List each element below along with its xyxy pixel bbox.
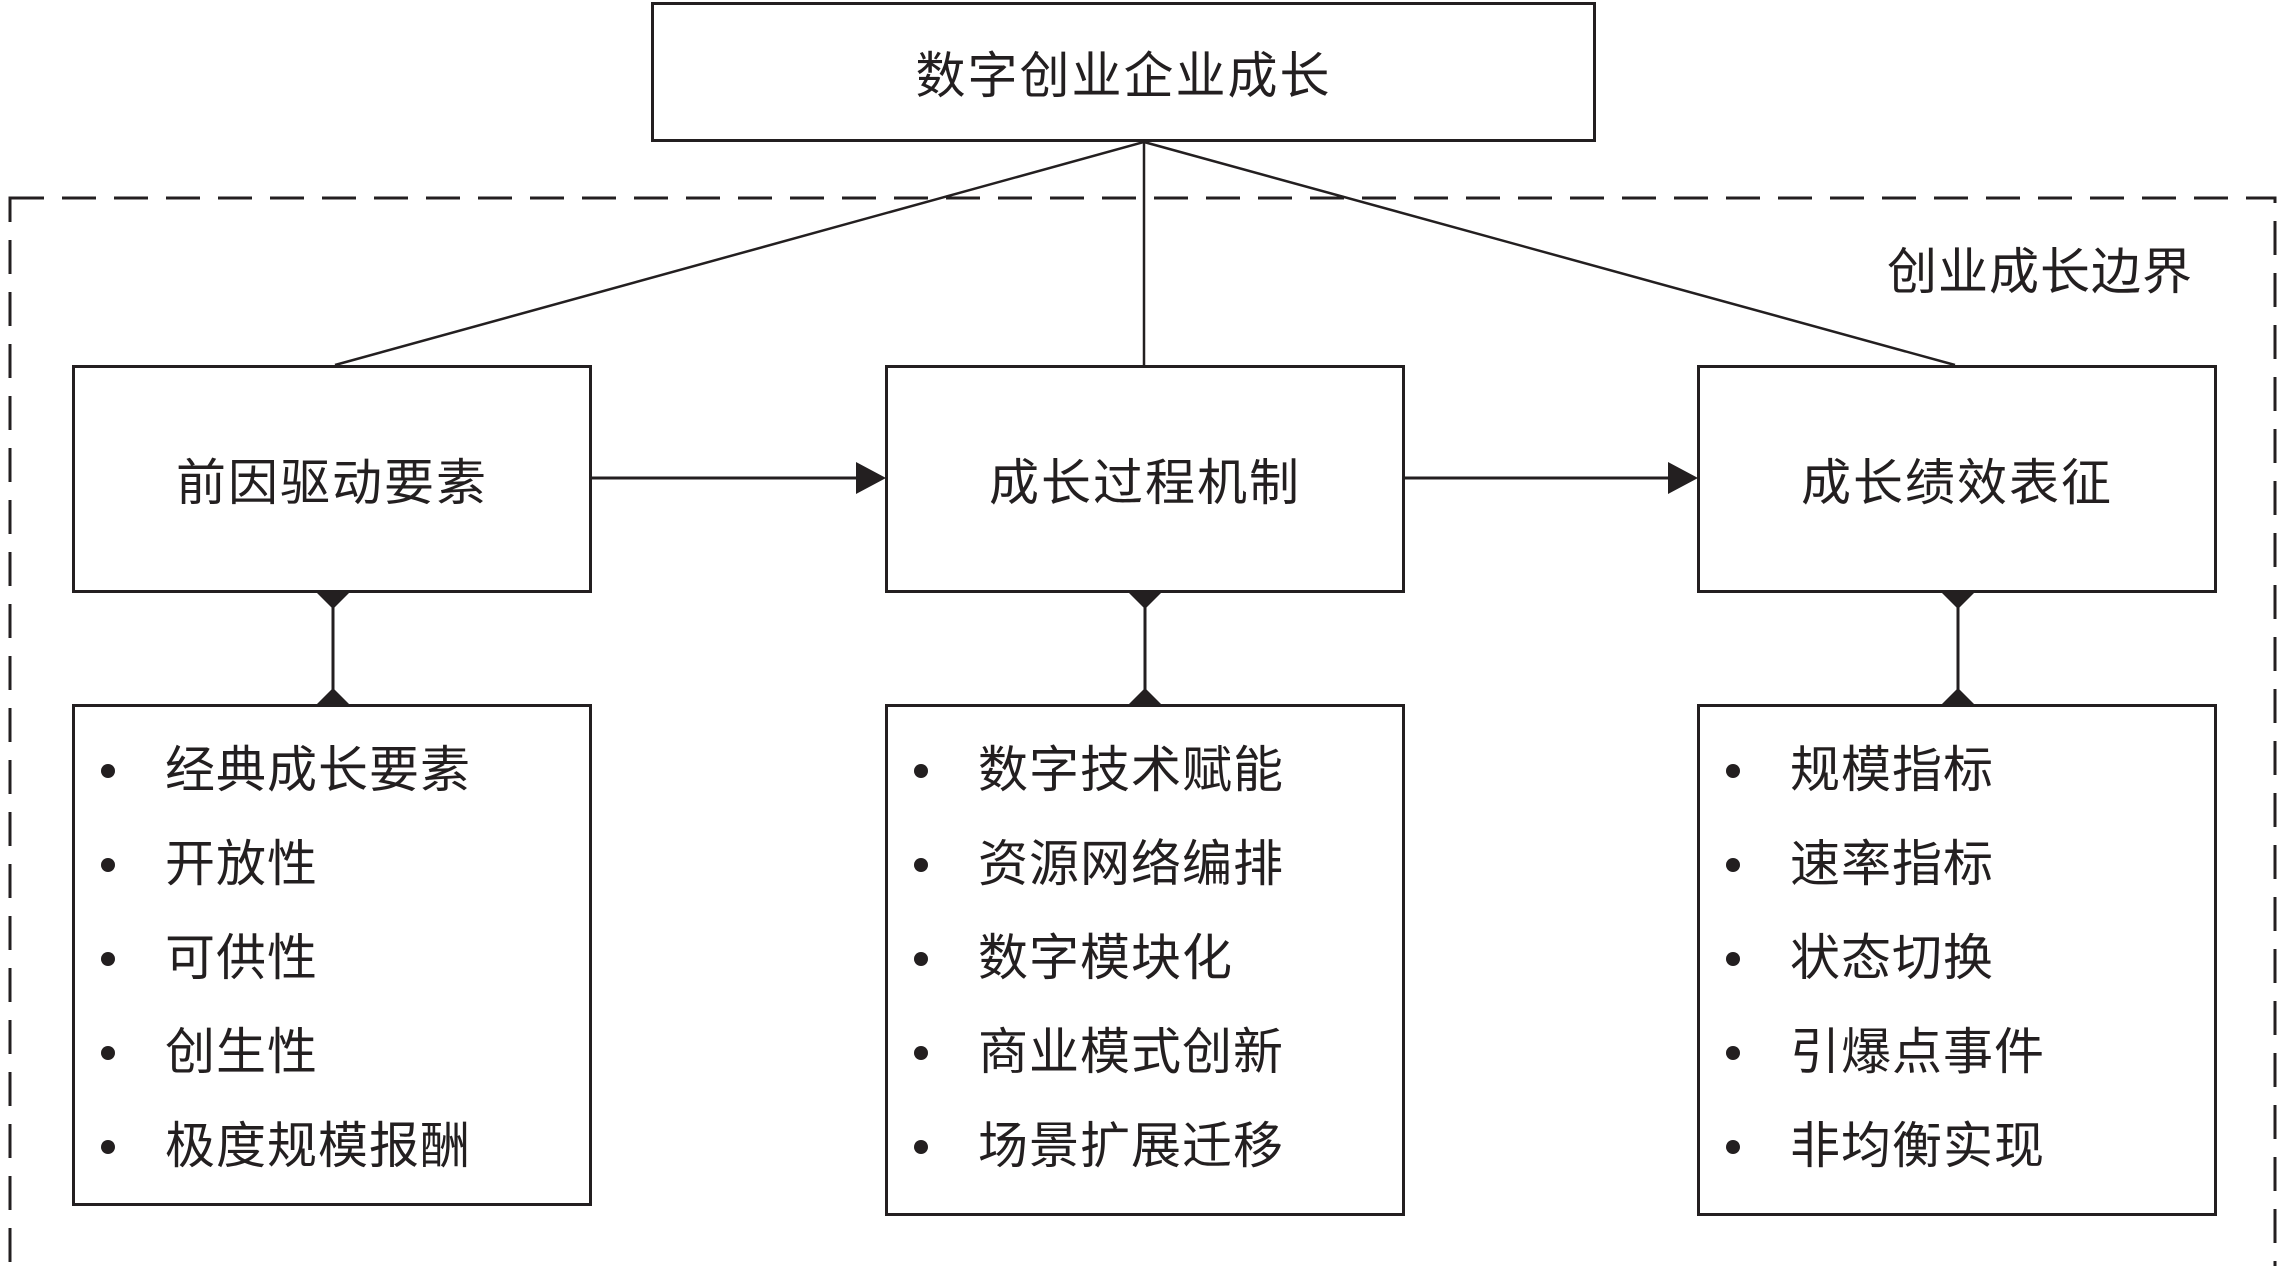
list-item-label: 规模指标 (1790, 741, 1994, 799)
title-to-antecedent-line (334, 140, 1145, 367)
title-to-performance-line (1143, 140, 1956, 367)
stage-label: 成长过程机制 (989, 454, 1301, 512)
list-box-antecedent: 经典成长要素 开放性 可供性 创生性 极度规模报酬 (72, 704, 592, 1206)
bullet-icon (1726, 1140, 1740, 1154)
growth-boundary-dashed (8, 196, 2277, 1266)
list-item-label: 开放性 (165, 835, 318, 893)
bullet-icon (1726, 1046, 1740, 1060)
list-item: 状态切换 (1700, 925, 2214, 1019)
connector-antecedent-composition (317, 577, 349, 720)
list-item: 数字技术赋能 (888, 737, 1402, 831)
list-item-label: 商业模式创新 (978, 1023, 1284, 1081)
list-item: 规模指标 (1700, 737, 2214, 831)
connector-performance-composition (1942, 577, 1974, 720)
list-item-label: 经典成长要素 (165, 741, 471, 799)
stage-box-performance: 成长绩效表征 (1697, 365, 2217, 593)
list-item-label: 数字模块化 (978, 929, 1233, 987)
list-item: 引爆点事件 (1700, 1019, 2214, 1113)
list-item-label: 场景扩展迁移 (978, 1117, 1284, 1175)
list-box-process: 数字技术赋能 资源网络编排 数字模块化 商业模式创新 场景扩展迁移 (885, 704, 1405, 1216)
item-list: 经典成长要素 开放性 可供性 创生性 极度规模报酬 (75, 737, 589, 1207)
list-item: 极度规模报酬 (75, 1113, 589, 1207)
list-item-label: 创生性 (165, 1023, 318, 1081)
title-text: 数字创业企业成长 (915, 47, 1332, 105)
list-item: 非均衡实现 (1700, 1113, 2214, 1207)
stage-label: 成长绩效表征 (1801, 454, 2113, 512)
bullet-icon (914, 1140, 928, 1154)
bullet-icon (1726, 764, 1740, 778)
bullet-icon (101, 952, 115, 966)
bullet-icon (1726, 858, 1740, 872)
list-item-label: 状态切换 (1790, 929, 1994, 987)
item-list: 规模指标 速率指标 状态切换 引爆点事件 非均衡实现 (1700, 737, 2214, 1207)
bullet-icon (914, 1046, 928, 1060)
arrowhead-antecedent-to-process (856, 462, 886, 494)
list-item-label: 引爆点事件 (1790, 1023, 2045, 1081)
bullet-icon (914, 952, 928, 966)
stage-box-antecedent: 前因驱动要素 (72, 365, 592, 593)
bullet-icon (101, 1140, 115, 1154)
bullet-icon (101, 858, 115, 872)
list-item: 开放性 (75, 831, 589, 925)
arrowhead-process-to-performance (1668, 462, 1698, 494)
list-item: 可供性 (75, 925, 589, 1019)
bullet-icon (101, 1046, 115, 1060)
list-item-label: 数字技术赋能 (978, 741, 1284, 799)
list-item: 数字模块化 (888, 925, 1402, 1019)
list-item-label: 非均衡实现 (1790, 1117, 2045, 1175)
list-item: 场景扩展迁移 (888, 1113, 1402, 1207)
stage-box-process: 成长过程机制 (885, 365, 1405, 593)
list-item: 创生性 (75, 1019, 589, 1113)
list-item: 速率指标 (1700, 831, 2214, 925)
bullet-icon (101, 764, 115, 778)
bullet-icon (1726, 952, 1740, 966)
bullet-icon (914, 858, 928, 872)
item-list: 数字技术赋能 资源网络编排 数字模块化 商业模式创新 场景扩展迁移 (888, 737, 1402, 1207)
connector-process-composition (1129, 577, 1161, 720)
list-item: 资源网络编排 (888, 831, 1402, 925)
bullet-icon (914, 764, 928, 778)
title-box: 数字创业企业成长 (651, 2, 1596, 142)
list-item: 经典成长要素 (75, 737, 589, 831)
list-item-label: 资源网络编排 (978, 835, 1284, 893)
stage-label: 前因驱动要素 (176, 454, 488, 512)
list-item-label: 速率指标 (1790, 835, 1994, 893)
list-item: 商业模式创新 (888, 1019, 1402, 1113)
list-box-performance: 规模指标 速率指标 状态切换 引爆点事件 非均衡实现 (1697, 704, 2217, 1216)
boundary-label: 创业成长边界 (1887, 243, 2193, 301)
list-item-label: 极度规模报酬 (165, 1117, 471, 1175)
list-item-label: 可供性 (165, 929, 318, 987)
